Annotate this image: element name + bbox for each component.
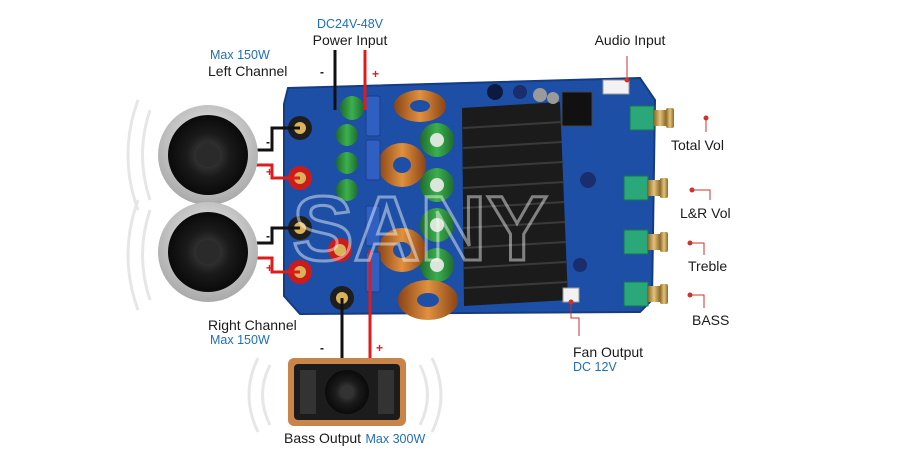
- watermark: SANY: [292, 178, 548, 280]
- left-plus-mark: +: [266, 165, 273, 179]
- small-capacitors: [487, 84, 596, 272]
- sound-wave-decoration: [126, 99, 443, 433]
- left-channel-label: Left Channel: [208, 63, 288, 79]
- treble-label: Treble: [688, 258, 728, 274]
- audio-input-connector: [602, 79, 630, 95]
- speaker-terminals: [288, 116, 354, 310]
- audio-input-label: Audio Input: [594, 32, 666, 48]
- left-minus-mark: -: [266, 135, 270, 149]
- right-speaker: [158, 202, 258, 302]
- potentiometers: [623, 105, 674, 307]
- leader-lines: [568, 56, 711, 336]
- power-plus-mark: +: [372, 67, 379, 81]
- bass-label: BASS: [692, 312, 730, 328]
- left-speaker: [158, 105, 258, 205]
- fan-output-label: Fan Output: [573, 344, 644, 360]
- lr-vol-label: L&R Vol: [680, 205, 731, 221]
- filter-capacitors: [336, 96, 454, 282]
- right-channel-label: Right Channel: [208, 317, 297, 333]
- bass-minus-mark: -: [320, 341, 324, 355]
- power-minus-mark: -: [320, 65, 324, 79]
- power-input-spec: DC24V-48V: [316, 17, 384, 31]
- fan-output-spec: DC 12V: [573, 360, 617, 374]
- voltage-regulator: [561, 91, 593, 127]
- right-minus-mark: -: [266, 229, 270, 243]
- heatsink: [462, 102, 568, 306]
- bass-output-label: Bass Output: [284, 430, 362, 446]
- bass-speaker-box: [288, 358, 406, 426]
- total-vol-label: Total Vol: [671, 137, 724, 153]
- left-channel-spec: Max 150W: [210, 48, 270, 62]
- bass-plus-mark: +: [376, 341, 383, 355]
- bass-output-caption: Bass Output Max 300W: [284, 431, 425, 447]
- bass-output-spec: Max 300W: [365, 432, 426, 446]
- right-channel-spec: Max 150W: [210, 333, 270, 347]
- right-plus-mark: +: [266, 261, 273, 275]
- power-input-label: Power Input: [312, 32, 388, 48]
- wires: [255, 50, 372, 358]
- output-inductors: [378, 90, 458, 320]
